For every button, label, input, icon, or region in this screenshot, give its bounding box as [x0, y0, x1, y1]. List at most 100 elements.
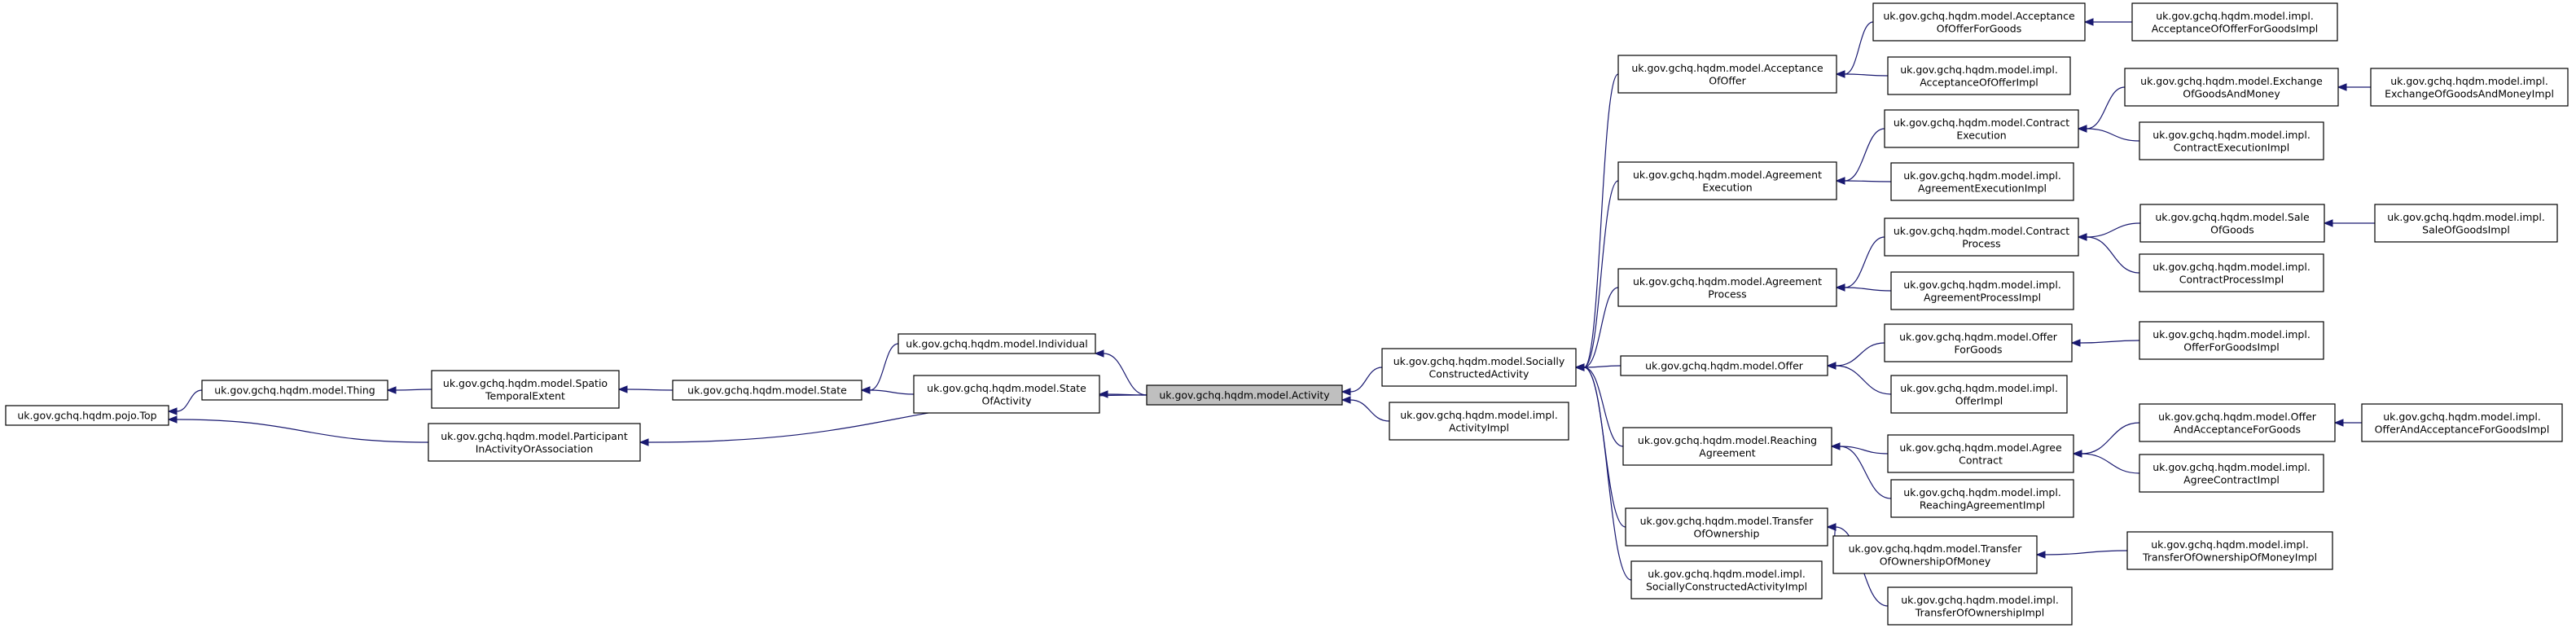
class-node-offeracceptgoodsimpl[interactable]: uk.gov.gchq.hqdm.model.impl.OfferAndAcce…: [2361, 403, 2563, 442]
class-box[interactable]: [1620, 355, 1828, 376]
class-box[interactable]: [2126, 531, 2333, 570]
arrowhead: [2077, 125, 2087, 133]
class-node-contractexec[interactable]: uk.gov.gchq.hqdm.model.ContractExecution: [1884, 109, 2079, 148]
class-box[interactable]: [1887, 56, 2071, 95]
class-box[interactable]: [1884, 323, 2073, 362]
arrowhead: [2337, 83, 2347, 91]
class-node-acceptoffergoods[interactable]: uk.gov.gchq.hqdm.model.AcceptanceOfOffer…: [1872, 2, 2086, 42]
class-box[interactable]: [2124, 68, 2339, 107]
class-node-top[interactable]: uk.gov.gchq.hqdm.pojo.Top: [5, 405, 169, 426]
class-box[interactable]: [672, 380, 862, 401]
class-box[interactable]: [1146, 384, 1343, 406]
class-node-sca[interactable]: uk.gov.gchq.hqdm.model.SociallyConstruct…: [1381, 348, 1577, 387]
class-node-offergoods[interactable]: uk.gov.gchq.hqdm.model.OfferForGoods: [1884, 323, 2073, 362]
class-box[interactable]: [1617, 55, 1837, 94]
class-label: TransferOfOwnershipImpl: [1915, 606, 2044, 618]
class-node-agreecontract[interactable]: uk.gov.gchq.hqdm.model.AgreeContract: [1887, 434, 2074, 473]
inheritance-edge: [1844, 180, 1892, 182]
class-box[interactable]: [1630, 560, 1823, 599]
arrowhead: [2083, 18, 2094, 26]
class-node-acceptoffergoodsimpl[interactable]: uk.gov.gchq.hqdm.model.impl.AcceptanceOf…: [2131, 2, 2338, 42]
class-node-transferimpl[interactable]: uk.gov.gchq.hqdm.model.impl.TransferOfOw…: [1887, 586, 2073, 626]
class-node-agreeexec[interactable]: uk.gov.gchq.hqdm.model.AgreementExecutio…: [1617, 161, 1837, 200]
class-box[interactable]: [2139, 454, 2324, 493]
class-box[interactable]: [1832, 535, 2038, 574]
class-box[interactable]: [1884, 217, 2079, 257]
inheritance-edge: [1835, 365, 1892, 395]
class-box[interactable]: [2370, 68, 2569, 107]
class-box[interactable]: [2374, 204, 2558, 243]
class-node-exchange[interactable]: uk.gov.gchq.hqdm.model.ExchangeOfGoodsAn…: [2124, 68, 2339, 107]
class-node-state[interactable]: uk.gov.gchq.hqdm.model.State: [672, 380, 862, 401]
class-label: Agreement: [1699, 446, 1756, 459]
class-node-exchangeimpl[interactable]: uk.gov.gchq.hqdm.model.impl.ExchangeOfGo…: [2370, 68, 2569, 107]
class-box[interactable]: [201, 380, 388, 401]
class-box[interactable]: [1622, 427, 1832, 466]
class-box[interactable]: [1625, 507, 1828, 547]
class-node-sale[interactable]: uk.gov.gchq.hqdm.model.SaleOfGoods: [2139, 204, 2325, 243]
class-node-acceptoffer[interactable]: uk.gov.gchq.hqdm.model.AcceptanceOfOffer: [1617, 55, 1837, 94]
class-box[interactable]: [2139, 321, 2324, 360]
class-node-transfer[interactable]: uk.gov.gchq.hqdm.model.TransferOfOwnersh…: [1625, 507, 1828, 547]
arrowhead: [2072, 450, 2082, 458]
class-box[interactable]: [913, 375, 1100, 414]
class-box[interactable]: [1887, 586, 2073, 626]
class-node-offerimpl[interactable]: uk.gov.gchq.hqdm.model.impl.OfferImpl: [1890, 375, 2068, 414]
class-box[interactable]: [431, 370, 620, 409]
class-box[interactable]: [2139, 403, 2336, 442]
class-label: ContractProcessImpl: [2179, 273, 2284, 285]
class-node-activity[interactable]: uk.gov.gchq.hqdm.model.Activity: [1146, 384, 1343, 406]
class-node-thing[interactable]: uk.gov.gchq.hqdm.model.Thing: [201, 380, 388, 401]
class-box[interactable]: [428, 423, 641, 462]
class-node-spatio[interactable]: uk.gov.gchq.hqdm.model.SpatioTemporalExt…: [431, 370, 620, 409]
class-node-offeracceptgoods[interactable]: uk.gov.gchq.hqdm.model.OfferAndAcceptanc…: [2139, 403, 2336, 442]
class-node-contractproc[interactable]: uk.gov.gchq.hqdm.model.ContractProcess: [1884, 217, 2079, 257]
class-label: uk.gov.gchq.hqdm.model.Contract: [1894, 116, 2069, 129]
class-box[interactable]: [2361, 403, 2563, 442]
class-node-reachingimpl[interactable]: uk.gov.gchq.hqdm.model.impl.ReachingAgre…: [1890, 479, 2074, 518]
inheritance-edges: [167, 18, 2376, 607]
class-node-agreeproc[interactable]: uk.gov.gchq.hqdm.model.AgreementProcess: [1617, 268, 1837, 307]
inheritance-edge: [2044, 550, 2128, 556]
class-node-participant[interactable]: uk.gov.gchq.hqdm.model.ParticipantInActi…: [428, 423, 641, 462]
class-box[interactable]: [1887, 434, 2074, 473]
inheritance-edge: [1844, 287, 1892, 292]
class-box[interactable]: [5, 405, 169, 426]
class-box[interactable]: [1890, 271, 2074, 310]
class-box[interactable]: [1890, 162, 2074, 201]
class-box[interactable]: [2139, 204, 2325, 243]
class-node-offergoodsimpl[interactable]: uk.gov.gchq.hqdm.model.impl.OfferForGood…: [2139, 321, 2324, 360]
class-label: Process: [1708, 288, 1746, 300]
class-node-agreecontractimpl[interactable]: uk.gov.gchq.hqdm.model.impl.AgreeContrac…: [2139, 454, 2324, 493]
class-node-transfermoneyimpl[interactable]: uk.gov.gchq.hqdm.model.impl.TransferOfOw…: [2126, 531, 2333, 570]
class-node-reaching[interactable]: uk.gov.gchq.hqdm.model.ReachingAgreement: [1622, 427, 1832, 466]
class-label: uk.gov.gchq.hqdm.model.Thing: [214, 384, 375, 397]
class-box[interactable]: [2139, 121, 2324, 160]
arrowhead: [639, 438, 649, 446]
class-box[interactable]: [1389, 402, 1569, 441]
class-box[interactable]: [2139, 253, 2324, 292]
class-node-contractexecimpl[interactable]: uk.gov.gchq.hqdm.model.impl.ContractExec…: [2139, 121, 2324, 160]
class-node-activityimpl[interactable]: uk.gov.gchq.hqdm.model.impl.ActivityImpl: [1389, 402, 1569, 441]
class-box[interactable]: [1617, 268, 1837, 307]
class-node-transfermoney[interactable]: uk.gov.gchq.hqdm.model.TransferOfOwnersh…: [1832, 535, 2038, 574]
class-box[interactable]: [1617, 161, 1837, 200]
class-box[interactable]: [1872, 2, 2086, 42]
class-box[interactable]: [1381, 348, 1577, 387]
class-node-scaimpl[interactable]: uk.gov.gchq.hqdm.model.impl.SociallyCons…: [1630, 560, 1823, 599]
class-label: uk.gov.gchq.hqdm.model.impl.: [1900, 64, 2058, 76]
class-node-offer[interactable]: uk.gov.gchq.hqdm.model.Offer: [1620, 355, 1828, 376]
class-box[interactable]: [1884, 109, 2079, 148]
class-node-contractprocimpl[interactable]: uk.gov.gchq.hqdm.model.impl.ContractProc…: [2139, 253, 2324, 292]
class-node-saleimpl[interactable]: uk.gov.gchq.hqdm.model.impl.SaleOfGoodsI…: [2374, 204, 2558, 243]
class-box[interactable]: [897, 333, 1096, 354]
class-box[interactable]: [2131, 2, 2338, 42]
class-box[interactable]: [1890, 375, 2068, 414]
class-box[interactable]: [1890, 479, 2074, 518]
class-node-individual[interactable]: uk.gov.gchq.hqdm.model.Individual: [897, 333, 1096, 354]
class-node-agreeexecimpl[interactable]: uk.gov.gchq.hqdm.model.impl.AgreementExe…: [1890, 162, 2074, 201]
class-node-acceptofferimpl[interactable]: uk.gov.gchq.hqdm.model.impl.AcceptanceOf…: [1887, 56, 2071, 95]
class-node-agreeprocimpl[interactable]: uk.gov.gchq.hqdm.model.impl.AgreementPro…: [1890, 271, 2074, 310]
arrowhead: [1098, 390, 1108, 398]
